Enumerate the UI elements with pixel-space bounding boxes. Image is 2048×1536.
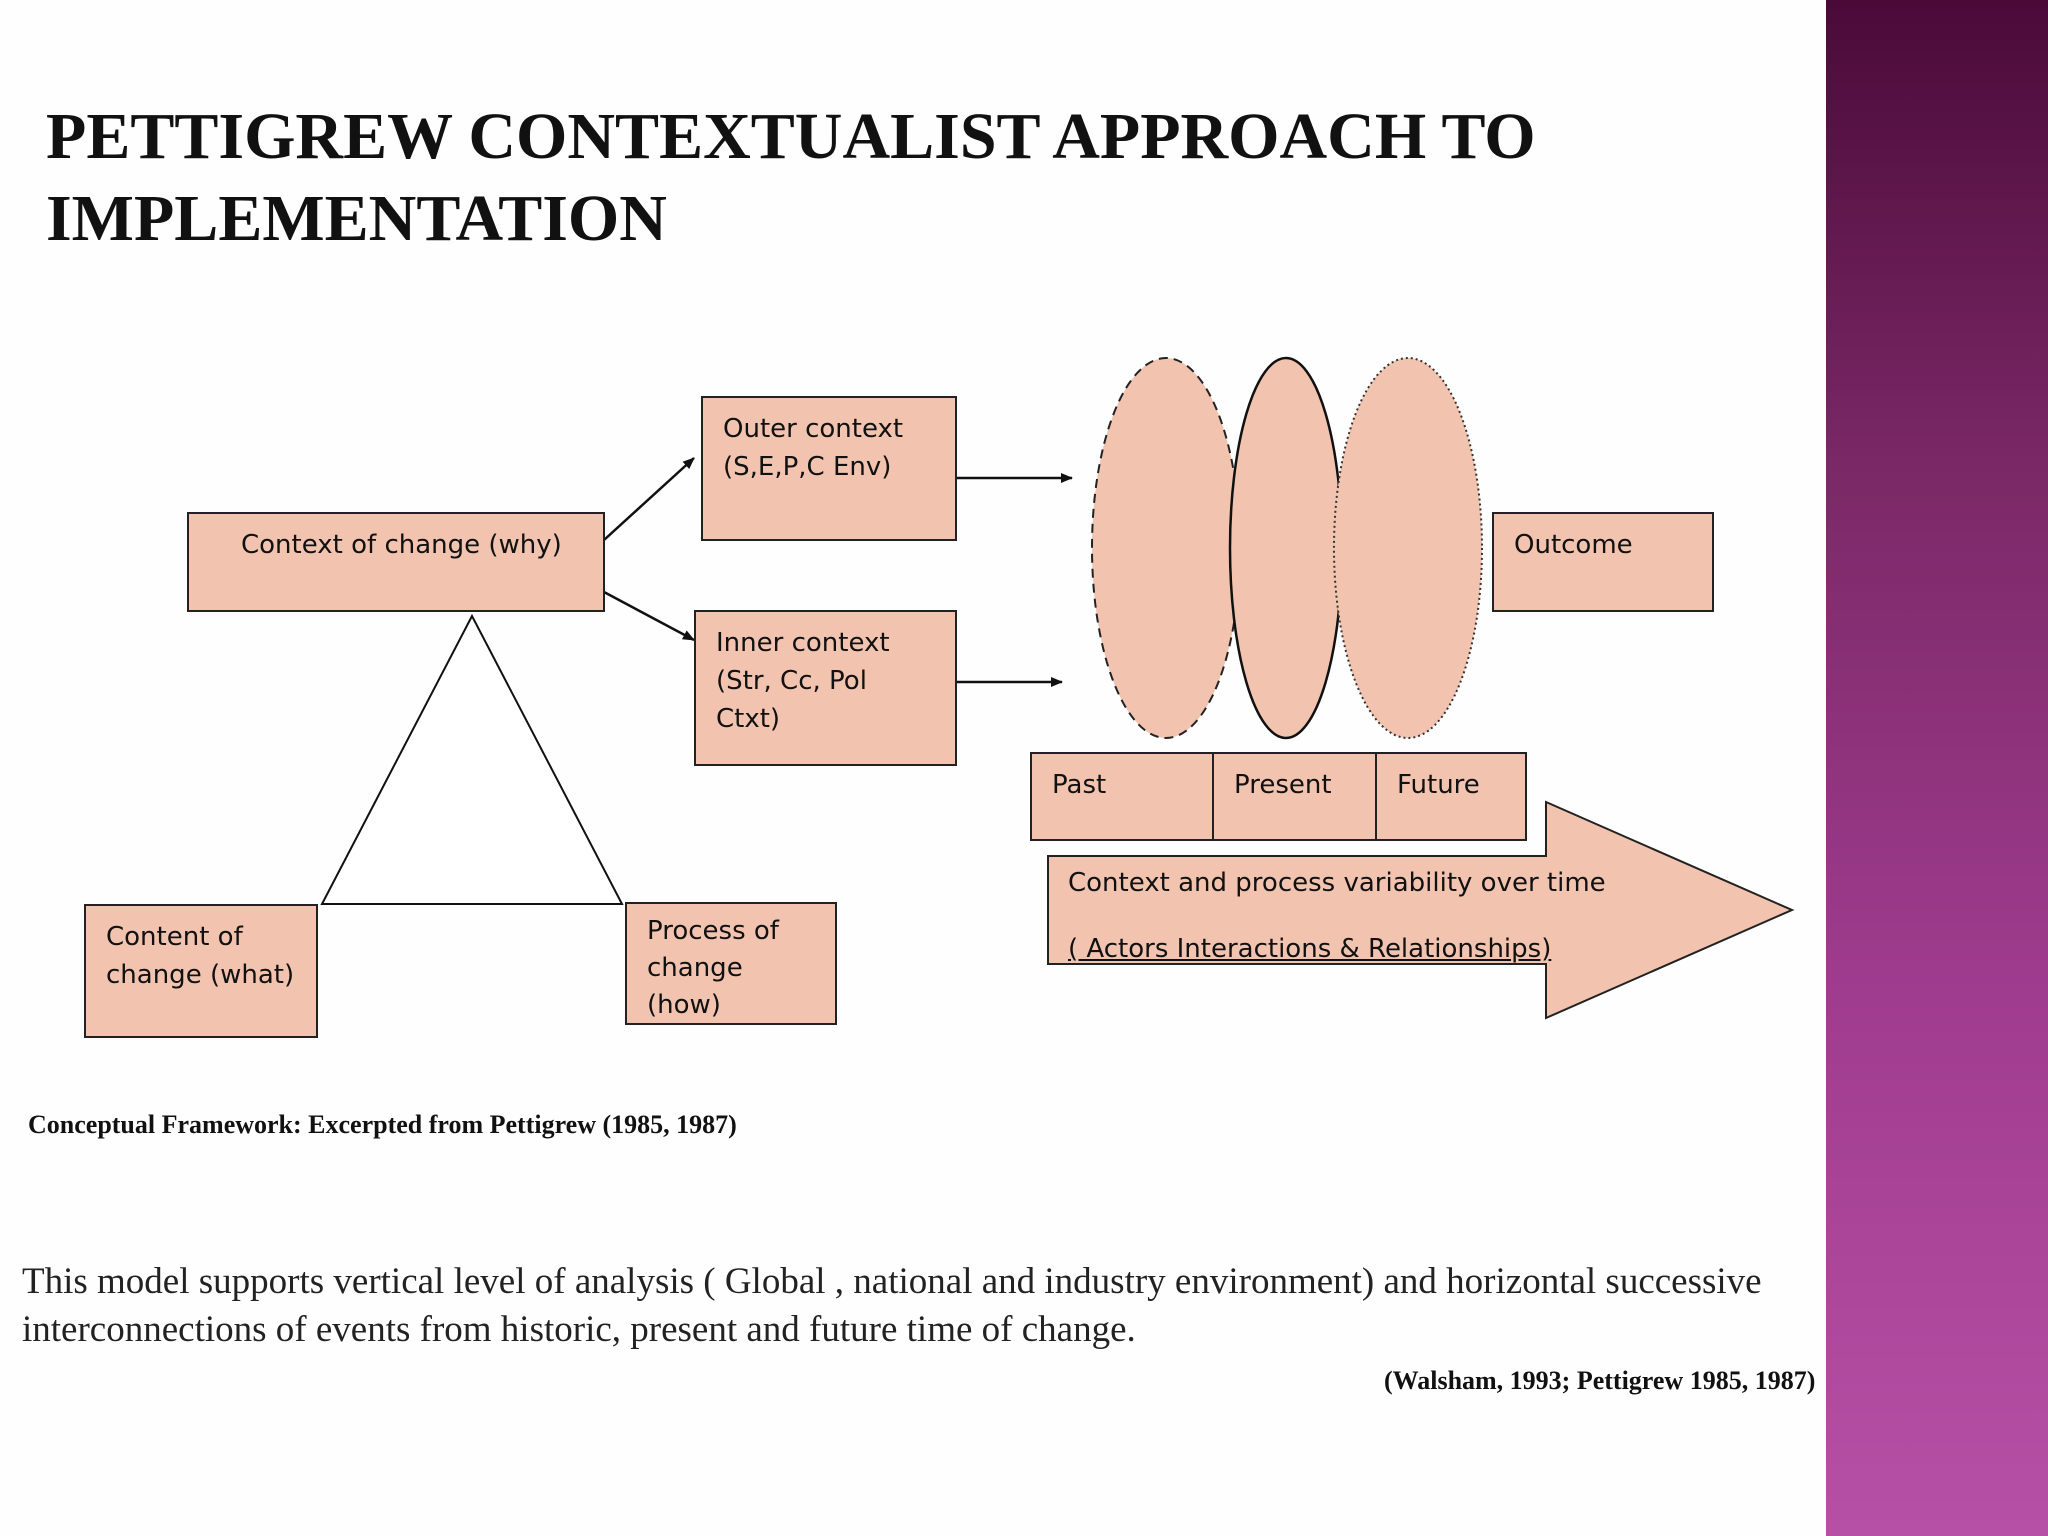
variability-arrow [1047, 800, 1795, 1020]
slide-title: PETTIGREW CONTEXTUALIST APPROACH TO IMPL… [46, 100, 1536, 255]
arrow-to-outer-context [603, 457, 695, 541]
timeline-present: Present [1212, 752, 1377, 841]
future-ellipse [1333, 357, 1483, 739]
outcome-box: Outcome [1492, 512, 1714, 612]
decorative-side-band [1826, 0, 2048, 1536]
inner-context-box: Inner context (Str, Cc, Pol Ctxt) [694, 610, 957, 766]
timeline-future: Future [1375, 752, 1527, 841]
arrow-to-inner-context [603, 590, 695, 642]
model-description: This model supports vertical level of an… [22, 1261, 1762, 1350]
past-ellipse [1091, 357, 1241, 739]
outer-context-box: Outer context (S,E,P,C Env) [701, 396, 957, 541]
present-ellipse [1228, 356, 1344, 740]
framework-caption: Conceptual Framework: Excerpted from Pet… [28, 1110, 737, 1139]
variability-label: Context and process variability over tim… [1068, 868, 1606, 898]
timeline-past: Past [1030, 752, 1214, 841]
context-of-change-box: Context of change (why) [187, 512, 605, 612]
citation: (Walsham, 1993; Pettigrew 1985, 1987) [1384, 1366, 1816, 1395]
process-of-change-box: Process of change (how) [625, 902, 837, 1025]
change-triangle [320, 613, 624, 905]
actors-label: ( Actors Interactions & Relationships) [1068, 934, 1552, 964]
content-of-change-box: Content of change (what) [84, 904, 318, 1038]
